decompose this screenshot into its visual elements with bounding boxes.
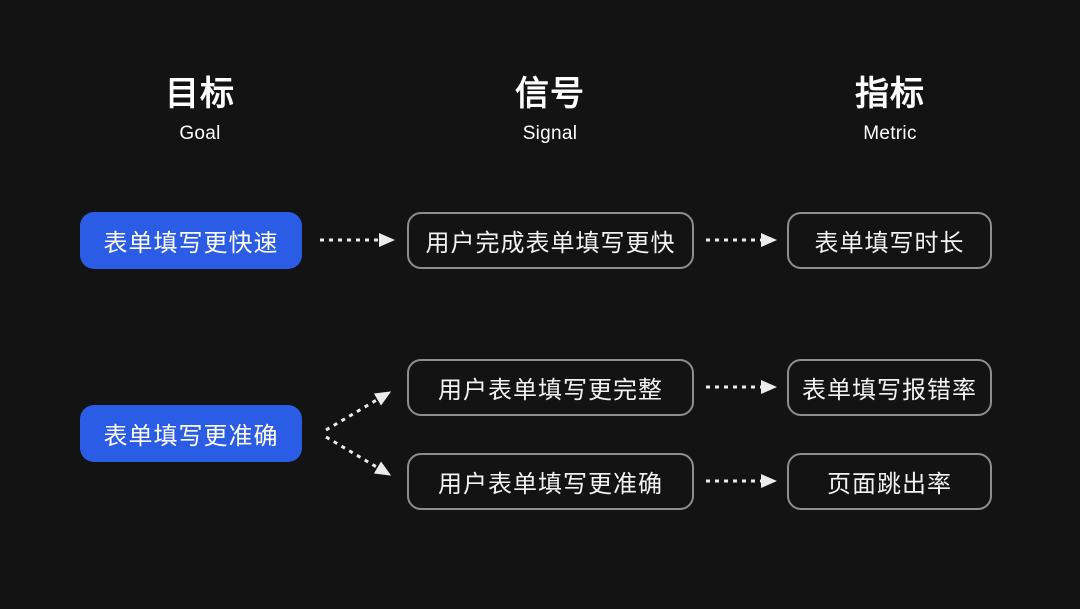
metric-node-3: 页面跳出率 [787, 453, 992, 510]
goal-node-1: 表单填写更快速 [80, 212, 302, 269]
signal-node-1: 用户完成表单填写更快 [407, 212, 694, 269]
signal-header-en: Signal [522, 123, 578, 145]
metric-header-en: Metric [863, 123, 917, 145]
column-header-metric: 指标 Metric [855, 75, 925, 145]
signal-node-2: 用户表单填写更完整 [407, 359, 694, 416]
column-header-goal: 目标 Goal [165, 75, 235, 145]
goal-header-zh: 目标 [165, 75, 235, 113]
column-header-signal: 信号 Signal [515, 75, 585, 145]
metric-node-2: 表单填写报错率 [787, 359, 992, 416]
arrow-goal2-signal3 [325, 435, 392, 476]
goal-node-2: 表单填写更准确 [80, 405, 302, 462]
arrow-goal2-signal2 [325, 391, 392, 432]
metric-node-1: 表单填写时长 [787, 212, 992, 269]
metric-header-zh: 指标 [855, 75, 925, 113]
signal-header-zh: 信号 [515, 75, 585, 113]
signal-node-3: 用户表单填写更准确 [407, 453, 694, 510]
goal-header-en: Goal [179, 123, 221, 145]
